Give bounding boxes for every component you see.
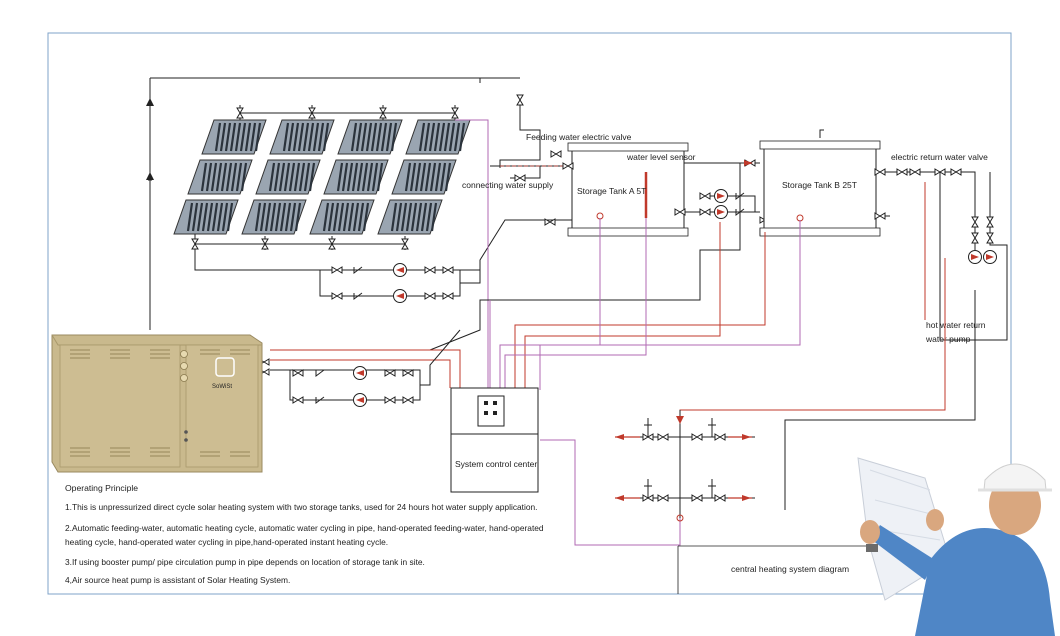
connecting-supply-label: connecting water supply <box>462 180 554 190</box>
principle-item: 4,Air source heat pump is assistant of S… <box>65 575 291 586</box>
principle-item: 3.If using booster pump/ pipe circulatio… <box>65 557 425 567</box>
diagram-frame <box>47 32 1012 595</box>
loop-arrow-top <box>146 98 154 106</box>
principle-item: 1.This is unpressurized direct cycle sol… <box>65 501 538 512</box>
heating-red-pipes <box>615 436 752 499</box>
storage-tank-a <box>567 142 689 237</box>
feed-line <box>490 165 572 179</box>
collector-header-bottom <box>194 234 480 271</box>
system-control-center <box>450 387 539 493</box>
engineer-illustration <box>857 457 1055 636</box>
loop-arrow <box>146 172 154 180</box>
heat-pump-brand: SoWiSt <box>212 384 232 390</box>
tank-b-label: Storage Tank B 25T <box>782 180 857 190</box>
solar-collector-array <box>172 118 472 236</box>
principle-item: 2.Automatic feeding-water, automatic hea… <box>65 523 544 547</box>
feeding-valve-label: Feeding water electric valve <box>526 132 632 142</box>
principles-title: Operating Principle <box>65 483 139 493</box>
central-heating-box <box>677 545 880 594</box>
hot-water-return-label-1: hot water return <box>926 320 986 330</box>
heat-pump-loop <box>270 329 461 401</box>
control-center-label: System control center <box>455 459 537 469</box>
solar-pump-loop <box>319 219 575 297</box>
main-loop-pipe <box>148 77 520 330</box>
water-level-sensor-label: water level sensor <box>626 152 696 162</box>
storage-tank-b <box>759 129 881 237</box>
tank-a-label: Storage Tank A 5T <box>577 186 646 196</box>
operating-principles: Operating Principle 1.This is unpressuri… <box>65 484 565 595</box>
central-heating-label: central heating system diagram <box>731 564 849 574</box>
pink-signal-lines <box>489 218 801 546</box>
feed-pipe <box>499 95 541 168</box>
hot-water-return-label-2: water pump <box>925 334 971 344</box>
red-hot-lines <box>270 182 946 518</box>
collector-header-top <box>239 105 456 120</box>
heating-manifold-pipes <box>615 410 786 518</box>
air-source-heat-pump <box>51 334 263 473</box>
electric-return-valve-label: electric return water valve <box>891 152 988 162</box>
